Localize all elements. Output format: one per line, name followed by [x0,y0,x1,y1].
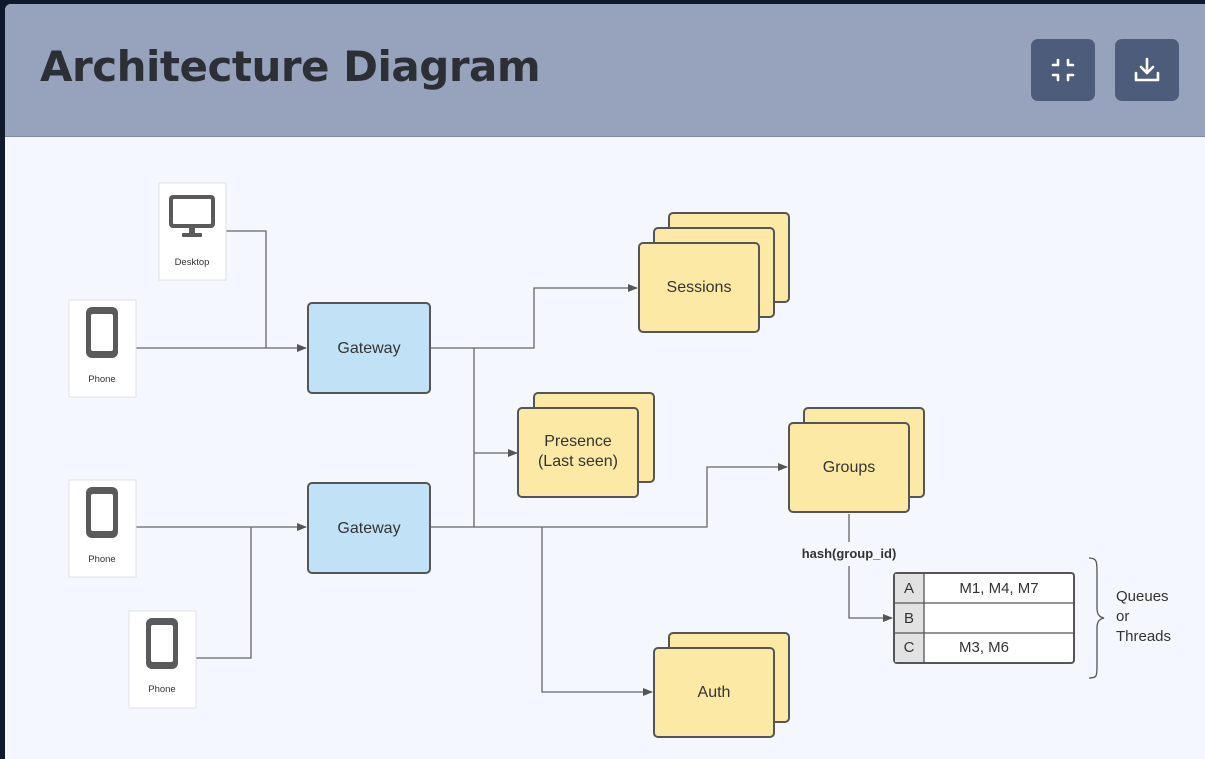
phone-icon [146,618,178,669]
connector-gateway1-trunk [431,284,638,349]
client-phone-1: Phone [68,299,137,398]
connectors [136,230,893,696]
client-label: Phone [88,374,115,385]
node-label: Auth [698,684,731,701]
download-icon [1134,57,1160,82]
panel-header: Architecture Diagram [5,4,1205,137]
hash-label: hash(group_id) [802,546,897,561]
download-button[interactable] [1115,39,1179,101]
diagram-panel: Architecture Diagram [5,4,1205,759]
queue-value: M1, M4, M7 [959,580,1038,597]
queues-brace [1088,557,1105,679]
node-label: Gateway [337,520,400,537]
groups-service: Groups [788,407,925,513]
queue-row: A M1, M4, M7 [904,580,1039,597]
node-label: (Last seen) [538,453,618,470]
queues-label-line: or [1116,608,1129,625]
queue-row: B [904,610,914,627]
connector-desktop-gateway [226,230,267,348]
connector-auth [541,527,653,696]
phone-icon [86,307,118,358]
connector-hash-queues [848,566,893,622]
connector-gateway2-groups [431,463,788,528]
client-desktop: Desktop [158,182,227,281]
queue-key: B [904,610,914,627]
page-title: Architecture Diagram [40,42,541,91]
collapse-icon [1051,58,1075,82]
collapse-button[interactable] [1031,39,1095,101]
queues-table: A M1, M4, M7 B C M3, M6 [893,572,1075,664]
node-label: Presence [544,433,612,450]
queues-label-line: Queues [1116,588,1169,605]
queue-value: M3, M6 [959,639,1009,656]
auth-service: Auth [653,632,790,738]
desktop-icon [169,195,215,237]
queue-key: C [904,639,915,656]
gateway-node-1: Gateway [307,302,431,394]
connector-phone3-gateway [196,527,252,659]
queues-label: Queues or Threads [1116,588,1171,645]
queues-label-line: Threads [1116,628,1171,645]
phone-icon [86,487,118,538]
node-label: Gateway [337,340,400,357]
queue-key: A [904,580,914,597]
gateway-node-2: Gateway [307,482,431,574]
queue-row: C M3, M6 [904,639,1009,656]
node-label: Groups [823,459,875,476]
client-phone-3: Phone [128,610,197,709]
client-phone-2: Phone [68,479,137,578]
client-label: Desktop [175,257,210,268]
sessions-service: Sessions [638,212,790,333]
node-label: Sessions [667,279,732,296]
presence-service: Presence (Last seen) [517,392,655,498]
client-label: Phone [148,684,175,695]
client-label: Phone [88,554,115,565]
